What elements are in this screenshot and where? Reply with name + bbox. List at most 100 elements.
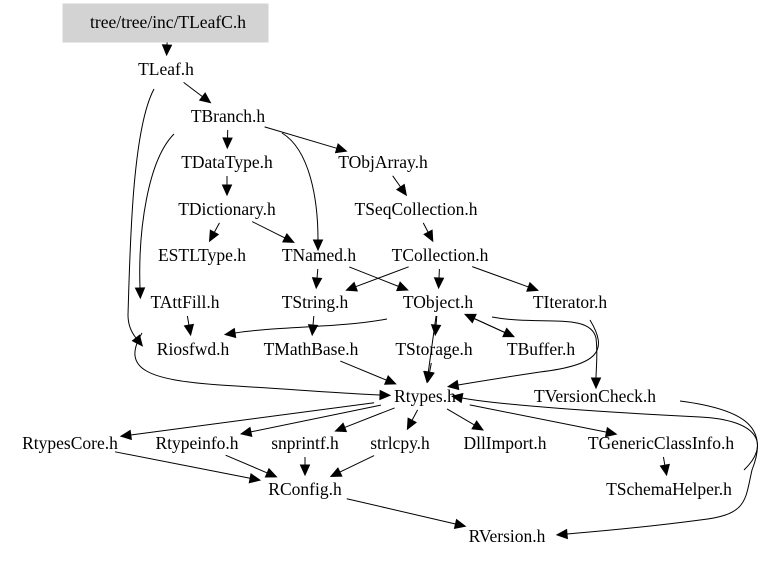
edge-line: [469, 404, 607, 433]
arrowhead: [604, 426, 618, 438]
edge-line: [461, 397, 758, 471]
graph-node-dllimport[interactable]: DllImport.h: [463, 433, 546, 453]
graph-node-rtypescore[interactable]: RtypesCore.h: [22, 433, 118, 453]
edge-tbranch-to-tobjarray: [264, 126, 348, 154]
graph-node-titerator[interactable]: TIterator.h: [533, 292, 608, 312]
edge-rtypes-to-strlcpy: [406, 409, 419, 431]
edge-line: [130, 402, 375, 436]
graph-node-tstring[interactable]: TString.h: [282, 292, 349, 312]
edge-tdictionary-to-tnamed: [251, 221, 295, 243]
graph-node-rtypes[interactable]: Rtypes.h: [394, 386, 456, 406]
graph-node-tnamed[interactable]: TNamed.h: [282, 245, 357, 265]
edge-strlcpy-to-rconfig: [329, 455, 375, 478]
node-label: snprintf.h: [271, 433, 339, 453]
edge-tcollection-to-tobject: [433, 268, 445, 290]
edge-line: [340, 360, 387, 381]
edge-line: [234, 318, 388, 334]
edge-tgenericclassinfo-to-tschemahelper: [659, 456, 670, 477]
arrowhead: [345, 281, 359, 292]
edge-line: [392, 175, 401, 188]
graph-node-tleaf[interactable]: TLeaf.h: [138, 59, 194, 79]
edge-tleaf-to-tbranch: [183, 81, 212, 104]
node-label: TLeaf.h: [138, 59, 194, 79]
graph-node-estltype[interactable]: ESTLType.h: [158, 245, 246, 265]
graph-node-tstorage[interactable]: TStorage.h: [395, 339, 473, 359]
edge-snprintf-to-rconfig: [299, 457, 311, 477]
node-label: tree/tree/inc/TLeafC.h: [90, 12, 246, 32]
arrowhead: [222, 137, 233, 150]
arrowhead: [464, 313, 477, 324]
graph-node-tmathbase[interactable]: TMathBase.h: [264, 339, 359, 359]
edge-line: [349, 266, 399, 287]
arrowhead: [406, 417, 417, 431]
edge-tmathbase-to-rtypes: [340, 360, 397, 385]
node-label: TObject.h: [403, 292, 473, 312]
node-label: TString.h: [282, 292, 349, 312]
arrowhead: [208, 229, 220, 243]
graph-node-rtypeinfo[interactable]: Rtypeinfo.h: [155, 433, 238, 453]
node-label: Rtypes.h: [394, 386, 456, 406]
graph-node-tobjarray[interactable]: TObjArray.h: [338, 152, 428, 172]
edge-titerator-to-rtypes: [446, 319, 599, 391]
edge-tversioncheck-to-rversion: [555, 400, 758, 540]
graph-node-tobject[interactable]: TObject.h: [403, 292, 473, 312]
node-label: TBuffer.h: [507, 339, 575, 359]
arrowhead: [134, 287, 146, 300]
arrowhead: [450, 392, 464, 404]
edge-line: [316, 268, 319, 279]
arrowhead: [161, 44, 173, 57]
graph-node-tdictionary[interactable]: TDictionary.h: [178, 199, 276, 219]
edge-line: [429, 362, 432, 373]
edge-tstorage-to-rtypes: [424, 362, 435, 384]
graph-node-snprintf[interactable]: snprintf.h: [271, 433, 339, 453]
edge-tobject-to-riosfwd: [223, 318, 388, 339]
node-label: TNamed.h: [282, 245, 357, 265]
arrowhead: [282, 232, 295, 243]
edge-line: [491, 316, 598, 379]
graph-node-rconfig[interactable]: RConfig.h: [268, 479, 342, 499]
node-label: TMathBase.h: [264, 339, 359, 359]
edge-tcollection-to-titerator: [472, 266, 539, 292]
graph-node-tversioncheck[interactable]: TVersionCheck.h: [534, 386, 656, 406]
edge-line: [127, 88, 155, 339]
edge-rconfig-to-rversion: [346, 498, 467, 530]
edge-line: [251, 221, 286, 239]
graph-node-root[interactable]: tree/tree/inc/TLeafC.h: [62, 3, 269, 43]
node-label: RtypesCore.h: [22, 433, 118, 453]
graph-node-tattfill[interactable]: TAttFill.h: [150, 292, 219, 312]
edge-rtypes-to-dllimport: [446, 408, 485, 431]
arrowhead: [221, 184, 233, 197]
edge-line: [281, 132, 319, 241]
graph-node-tcollection[interactable]: TCollection.h: [392, 245, 489, 265]
arrowhead: [396, 281, 409, 292]
node-label: TStorage.h: [395, 339, 473, 359]
graph-node-tbranch[interactable]: TBranch.h: [191, 106, 266, 126]
node-label: RVersion.h: [469, 526, 546, 546]
graph-node-rversion[interactable]: RVersion.h: [469, 526, 546, 546]
arrowhead: [131, 334, 144, 347]
node-label: TDataType.h: [181, 152, 273, 172]
arrowhead: [307, 324, 319, 337]
arrowhead: [424, 370, 435, 384]
edge-line: [225, 454, 268, 474]
graph-node-tgenericclassinfo[interactable]: TGenericClassInfo.h: [588, 433, 735, 453]
graph-node-riosfwd[interactable]: Riosfwd.h: [157, 339, 230, 359]
arrowhead: [453, 518, 467, 530]
edge-tbuffer-to-tobject: [464, 313, 515, 338]
graph-node-tdatatype[interactable]: TDataType.h: [181, 152, 273, 172]
edge-line: [662, 456, 666, 466]
edge-line: [139, 133, 175, 289]
arrowhead: [299, 464, 311, 477]
edge-line: [472, 266, 529, 288]
graph-node-tschemahelper[interactable]: TSchemaHelper.h: [606, 479, 732, 499]
graph-node-strlcpy[interactable]: strlcpy.h: [370, 433, 430, 453]
node-label: strlcpy.h: [370, 433, 430, 453]
node-label: DllImport.h: [463, 433, 546, 453]
arrowhead: [383, 375, 397, 385]
graph-node-tbuffer[interactable]: TBuffer.h: [507, 339, 575, 359]
graph-node-tseqcollection[interactable]: TSeqCollection.h: [355, 199, 478, 219]
arrowhead: [239, 426, 253, 437]
edge-line: [114, 451, 251, 479]
edge-tnamed-to-tstring: [311, 268, 323, 290]
edge-line: [134, 332, 381, 396]
